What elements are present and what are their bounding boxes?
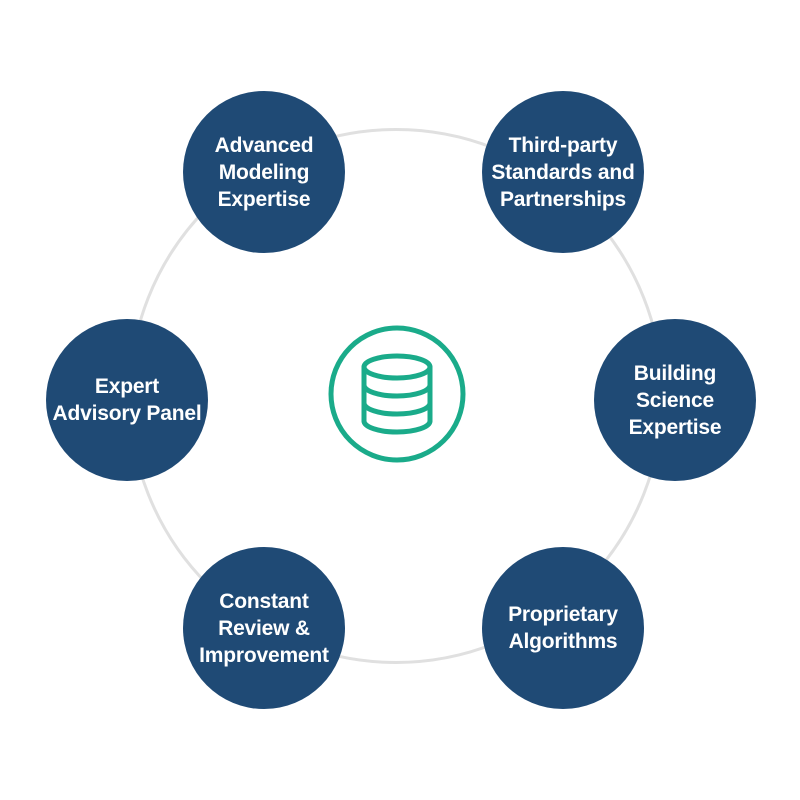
node-advanced-modeling-expertise: Advanced Modeling Expertise bbox=[183, 91, 345, 253]
node-label: Advanced Modeling Expertise bbox=[214, 133, 314, 211]
node-label: Proprietary Algorithms bbox=[508, 603, 618, 653]
node-third-party-standards: Third-party Standards and Partnerships bbox=[482, 91, 644, 253]
node-label: Expert Advisory Panel bbox=[52, 375, 202, 425]
node-label: Constant Review & Improvement bbox=[199, 589, 329, 667]
node-expert-advisory-panel: Expert Advisory Panel bbox=[46, 319, 208, 481]
node-label: Third-party Standards and Partnerships bbox=[491, 133, 635, 211]
node-building-science-expertise: Building Science Expertise bbox=[594, 319, 756, 481]
node-constant-review-improvement: Constant Review & Improvement bbox=[183, 547, 345, 709]
node-proprietary-algorithms: Proprietary Algorithms bbox=[482, 547, 644, 709]
database-icon bbox=[328, 325, 466, 463]
node-label: Building Science Expertise bbox=[628, 361, 722, 439]
